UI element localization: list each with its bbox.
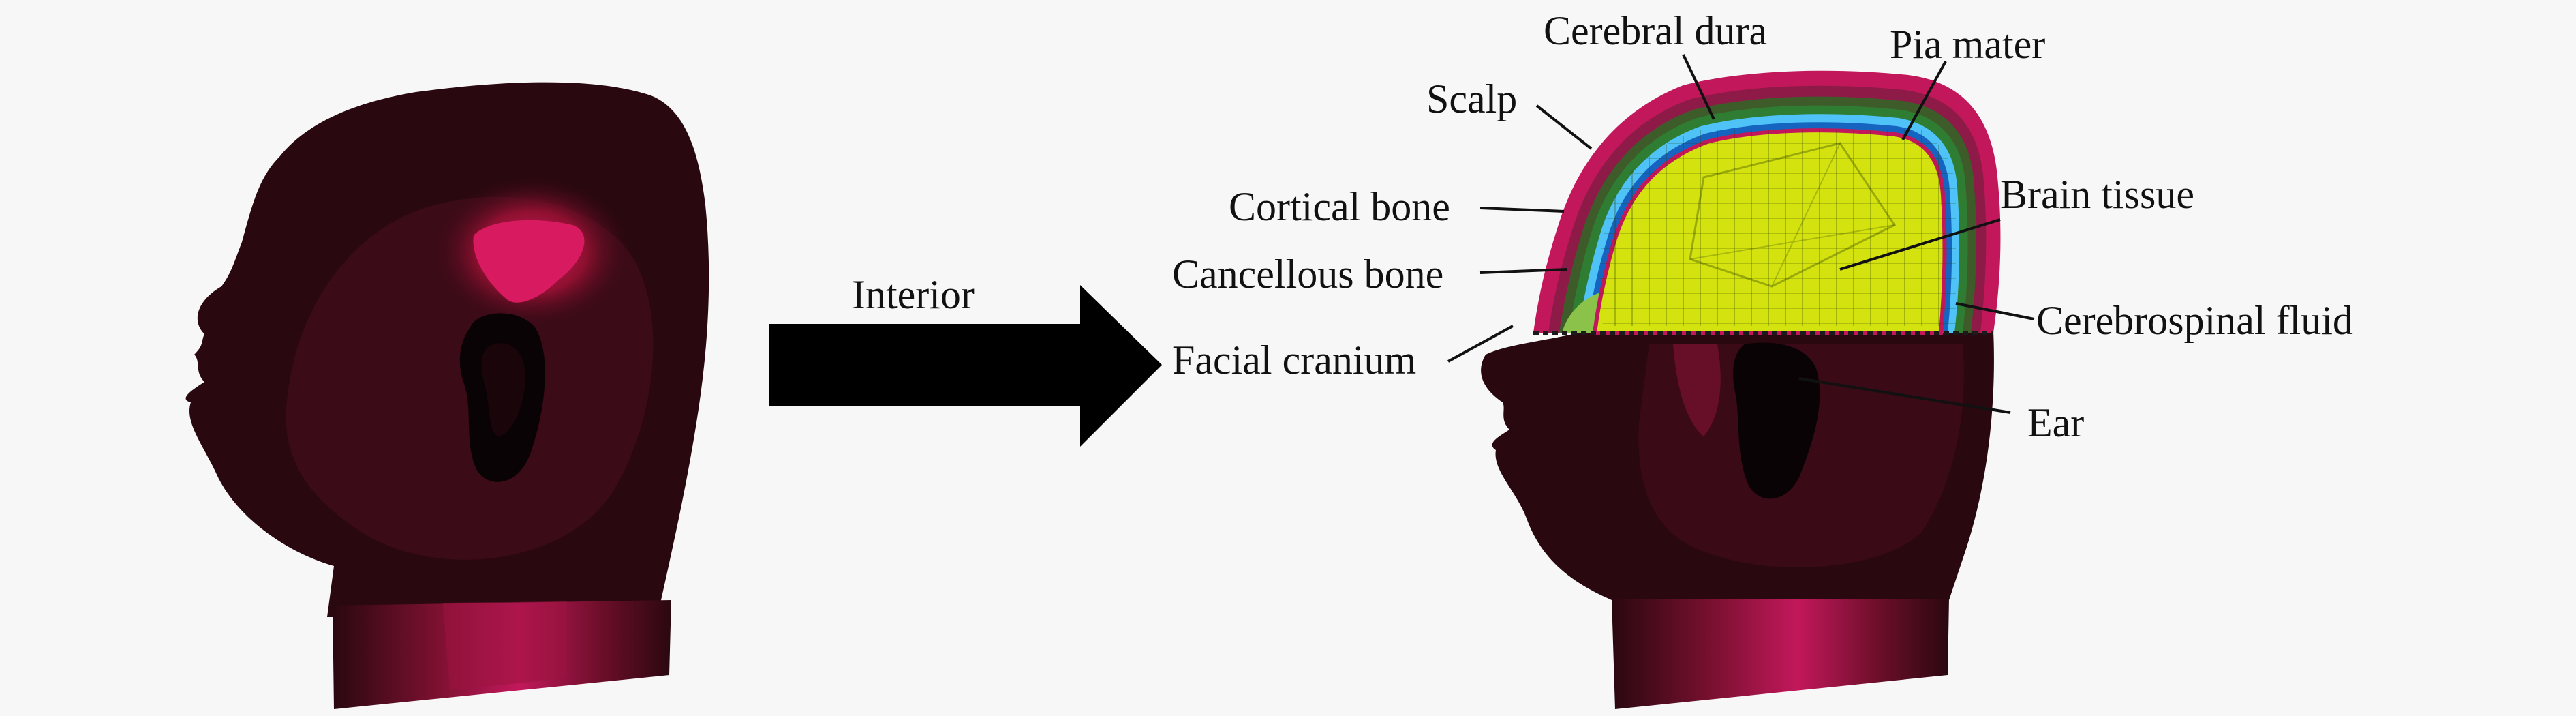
brain-tissue — [1592, 128, 1947, 335]
cancellous-bone-label: Cancellous bone — [1172, 252, 1443, 297]
label-cancellous-bone: Cancellous bone — [1172, 252, 1568, 297]
interior-arrow: Interior — [769, 272, 1162, 447]
cortical-bone-label: Cortical bone — [1229, 184, 1450, 229]
right-ear — [1733, 342, 1820, 499]
label-pia-mater: Pia mater — [1890, 22, 2045, 140]
label-scalp: Scalp — [1426, 76, 1593, 150]
facial-cranium-label: Facial cranium — [1172, 338, 1416, 383]
cerebral-dura-label: Cerebral dura — [1544, 8, 1767, 53]
pia-mater-label: Pia mater — [1890, 22, 2045, 67]
label-cerebrospinal-fluid: Cerebrospinal fluid — [1955, 298, 2353, 343]
right-neck — [1612, 599, 1949, 709]
right-temple-glow — [1673, 344, 1721, 436]
left-temple-highlight — [473, 220, 585, 303]
left-ear-inner — [481, 343, 525, 436]
exterior-head-model — [185, 82, 709, 709]
cerebrospinal-fluid-label: Cerebrospinal fluid — [2036, 298, 2353, 343]
interior-head-model — [1481, 70, 2001, 709]
scalp-label: Scalp — [1426, 76, 1517, 121]
label-cortical-bone: Cortical bone — [1229, 184, 1565, 229]
arrow-shape — [769, 285, 1162, 447]
brain-tissue-label: Brain tissue — [2000, 172, 2194, 217]
anatomy-labels: Cerebral dura Pia mater Scalp Cortical b… — [1172, 8, 2353, 445]
brain-mesh — [1599, 130, 1956, 326]
label-facial-cranium: Facial cranium — [1172, 325, 1514, 383]
left-neck-band — [443, 601, 566, 690]
ear-label: Ear — [2027, 400, 2084, 445]
label-cerebral-dura: Cerebral dura — [1544, 8, 1767, 120]
label-ear: Ear — [1798, 377, 2084, 445]
label-brain-tissue: Brain tissue — [1839, 172, 2194, 271]
arrow-label: Interior — [852, 272, 975, 317]
